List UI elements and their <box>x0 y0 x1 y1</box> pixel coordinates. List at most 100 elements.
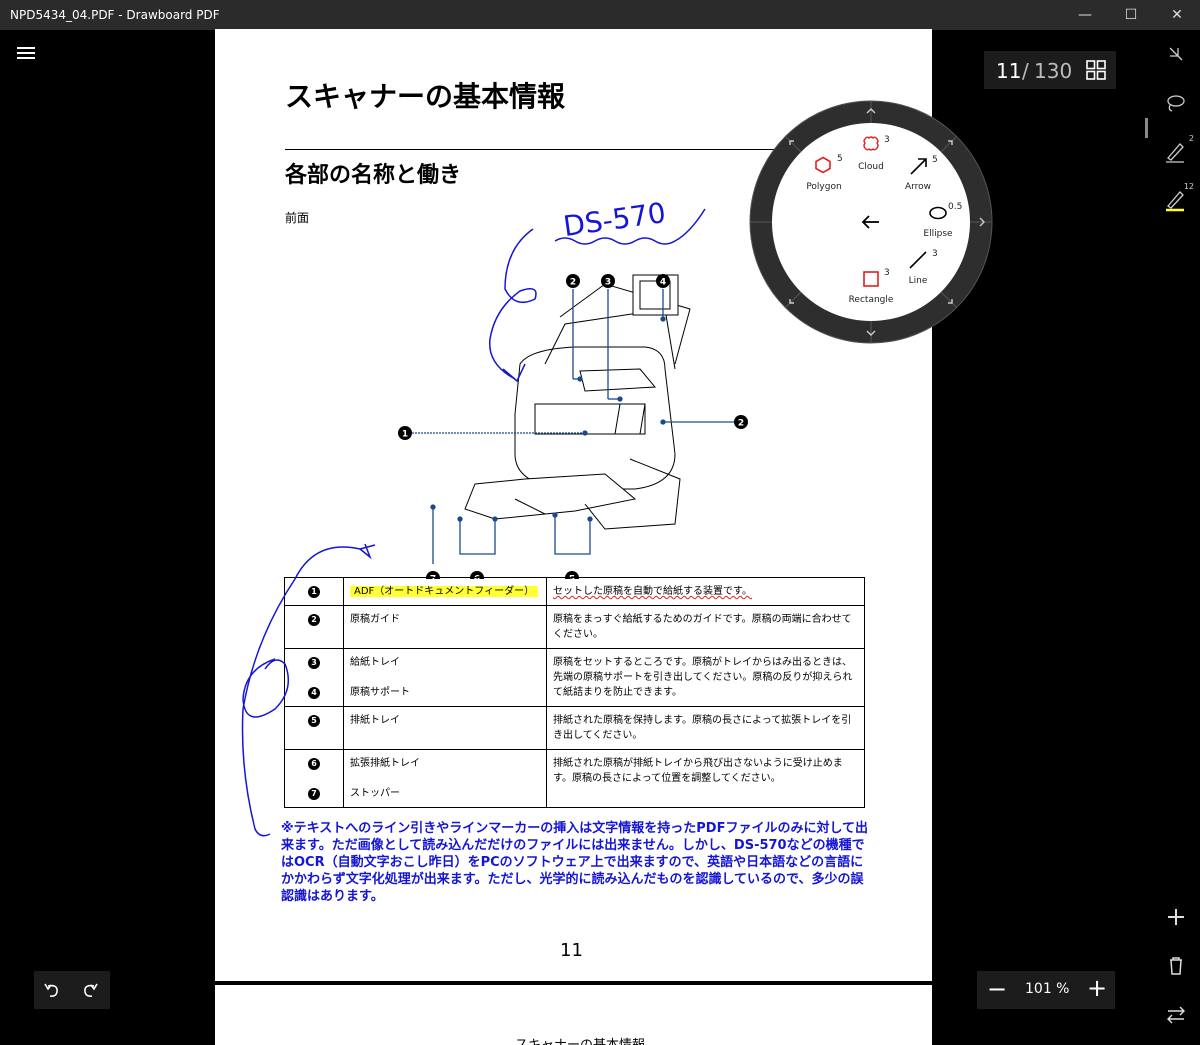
page-separator: / <box>1022 59 1029 83</box>
section-label: 前面 <box>285 211 310 225</box>
part-description: 原稿をセットするところです。原稿がトレイからはみ出るときは、先端の原稿サポートを… <box>546 648 865 707</box>
polygon-stroke-value: 5 <box>837 154 843 164</box>
row-number: 7 <box>308 788 320 800</box>
page-counter[interactable]: 11 / 130 <box>984 51 1116 89</box>
redo-icon[interactable] <box>80 980 100 1000</box>
window-title: NPD5434_04.PDF - Drawboard PDF <box>10 8 220 22</box>
highlighter-icon <box>1166 191 1184 212</box>
next-pdf-page[interactable]: スキャナーの基本情報 <box>215 985 932 1045</box>
delete-tool[interactable] <box>1152 946 1200 986</box>
hamburger-menu-icon[interactable] <box>10 37 42 69</box>
line-icon[interactable] <box>908 250 928 270</box>
svg-text:1: 1 <box>402 430 408 440</box>
heading-divider <box>285 149 865 150</box>
arrow-icon[interactable] <box>908 155 930 177</box>
add-tool[interactable] <box>1152 897 1200 937</box>
cloud-icon[interactable] <box>862 135 880 153</box>
callout-3: 3 <box>601 274 615 288</box>
rectangle-label: Rectangle <box>848 295 894 305</box>
close-button[interactable]: ✕ <box>1171 7 1183 23</box>
part-name: 給紙トレイ <box>350 657 400 668</box>
zoom-control: − 101 % + <box>977 971 1115 1009</box>
pen-badge: 2 <box>1188 134 1194 143</box>
part-description: 排紙された原稿を保持します。原稿の長さによって拡張トレイを引き出してください。 <box>546 706 865 750</box>
row-number: 5 <box>308 715 320 727</box>
callout-2-right: 2 <box>734 415 748 429</box>
scanner-diagram: 1 2 3 4 2 7 6 5 <box>398 274 748 579</box>
select-tool[interactable] <box>1152 36 1200 76</box>
loop-ink <box>242 658 290 718</box>
svg-text:7: 7 <box>430 575 436 580</box>
plus-icon <box>1168 909 1184 925</box>
undo-redo-group <box>34 971 110 1009</box>
parts-table: 1 ADF（オートドキュメントフィーダー） セットした原稿を自動で給紙する装置で… <box>284 577 865 808</box>
ink-annotation-note[interactable]: ※テキストへのライン引きやラインマーカーの挿入は文字情報を持ったPDFファイルの… <box>281 821 869 904</box>
row-number: 6 <box>308 758 320 770</box>
lasso-icon <box>1167 95 1185 112</box>
svg-text:6: 6 <box>474 575 480 580</box>
rectangle-stroke-value: 3 <box>884 268 890 278</box>
current-page: 11 <box>996 59 1022 83</box>
callout-markers: 1 2 3 4 2 7 6 5 <box>398 274 748 579</box>
svg-text:3: 3 <box>605 278 611 288</box>
zoom-in-button[interactable]: + <box>1087 974 1108 1002</box>
grid-view-icon[interactable] <box>1086 60 1106 80</box>
callout-lines <box>409 289 735 564</box>
highlighter-tool[interactable]: 12 <box>1152 180 1200 220</box>
minimize-button[interactable]: — <box>1078 7 1092 23</box>
table-row: 1 ADF（オートドキュメントフィーダー） セットした原稿を自動で給紙する装置で… <box>284 577 865 606</box>
scrollbar-thumb[interactable] <box>1145 118 1148 138</box>
select-sparkle-icon <box>1169 47 1183 61</box>
section-heading: 各部の名称と働き <box>285 163 462 188</box>
page-heading: スキャナーの基本情報 <box>285 80 566 113</box>
title-bar: NPD5434_04.PDF - Drawboard PDF — ☐ ✕ <box>0 0 1200 30</box>
total-pages: 130 <box>1034 59 1073 83</box>
pen-tool[interactable]: 2 <box>1152 132 1200 172</box>
callout-1: 1 <box>398 426 412 440</box>
cloud-label: Cloud <box>858 162 884 172</box>
zoom-level: 101 % <box>1025 981 1070 997</box>
arrow-stroke-value: 5 <box>932 155 938 165</box>
svg-text:5: 5 <box>569 575 575 580</box>
row-number: 3 <box>308 657 320 669</box>
maximize-button[interactable]: ☐ <box>1124 7 1138 23</box>
ellipse-stroke-value: 0.5 <box>948 202 963 212</box>
row-number: 1 <box>308 586 320 598</box>
part-name: 原稿ガイド <box>343 605 547 649</box>
row-number: 2 <box>308 614 320 626</box>
polygon-label: Polygon <box>806 182 842 192</box>
underlined-description[interactable]: セットした原稿を自動で給紙する装置です。 <box>553 586 752 597</box>
table-row: 6 7 拡張排紙トレイ ストッパー 排紙された原稿が排紙トレイから飛び出さないよ… <box>284 749 865 808</box>
zoom-out-button[interactable]: − <box>987 975 1008 1003</box>
swap-arrows-icon <box>1167 1006 1185 1024</box>
shape-radial-menu[interactable]: 3 Cloud 5 Arrow 0.5 Ellipse 3 Line 3 Rec… <box>748 99 994 345</box>
pen-icon <box>1166 143 1184 163</box>
line-stroke-value: 3 <box>932 249 938 259</box>
swap-tool[interactable] <box>1152 995 1200 1035</box>
part-name: 原稿サポート <box>350 687 410 698</box>
arrow-tip-ink <box>359 543 376 560</box>
ellipse-icon[interactable] <box>928 206 948 220</box>
back-arrow-icon[interactable] <box>861 213 881 231</box>
cloud-stroke-value: 3 <box>884 135 890 145</box>
trash-icon <box>1170 957 1182 975</box>
arrow-label: Arrow <box>904 182 932 192</box>
polygon-icon[interactable] <box>814 156 832 174</box>
running-header: スキャナーの基本情報 <box>515 1034 645 1045</box>
callout-4: 4 <box>656 274 670 288</box>
callout-2: 2 <box>566 274 580 288</box>
svg-text:4: 4 <box>660 278 666 288</box>
undo-icon[interactable] <box>42 980 62 1000</box>
svg-text:2: 2 <box>738 419 744 429</box>
line-label: Line <box>908 276 928 286</box>
table-row: 2 原稿ガイド 原稿をまっすぐ給紙するためのガイドです。原稿の両端に合わせてくだ… <box>284 605 865 649</box>
part-description: 原稿をまっすぐ給紙するためのガイドです。原稿の両端に合わせてください。 <box>546 605 865 649</box>
table-row: 5 排紙トレイ 排紙された原稿を保持します。原稿の長さによって拡張トレイを引き出… <box>284 706 865 750</box>
lasso-tool[interactable] <box>1152 84 1200 124</box>
part-name: ストッパー <box>350 788 400 799</box>
rectangle-icon[interactable] <box>862 270 880 288</box>
ellipse-label: Ellipse <box>923 229 953 239</box>
part-description: 排紙された原稿が排紙トレイから飛び出さないように受け止めます。原稿の長さによって… <box>546 749 865 808</box>
part-name: 拡張排紙トレイ <box>350 758 420 769</box>
highlighted-part-name[interactable]: ADF（オートドキュメントフィーダー） <box>350 586 539 597</box>
